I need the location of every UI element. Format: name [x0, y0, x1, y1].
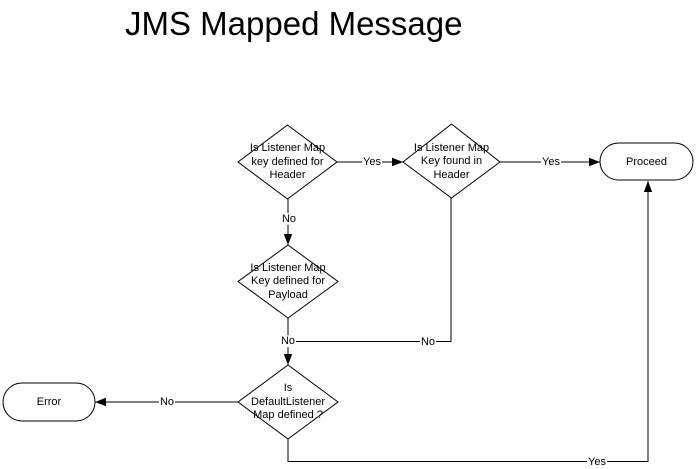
terminal-label-proceed: Proceed [626, 155, 667, 168]
decision-listener-map-key-payload [237, 244, 339, 319]
connector-d4-to-proceed [287, 181, 649, 462]
arrowhead-into-d3 [283, 234, 293, 245]
edge-label-yes-d4-proceed: Yes [587, 455, 607, 468]
decision-listener-map-key-found-header [402, 123, 501, 199]
terminal-label-error: Error [36, 396, 62, 408]
decision-default-listener-map [237, 364, 339, 440]
edge-label-yes-d1-d2: Yes [362, 155, 382, 168]
arrowhead-into-error [95, 397, 106, 407]
arrowhead-into-d2 [392, 157, 403, 167]
decision-label-key-found-header: Is Listener Map Key found in Header [413, 141, 490, 181]
edge-label-no-d1-d3: No [280, 213, 298, 225]
decision-label-default-listener: Is DefaultListener Map defined ? [251, 381, 325, 421]
connector-d2-to-d4 [288, 198, 452, 342]
arrowhead-into-proceed-bottom [643, 181, 653, 192]
decision-label-key-payload: Is Listener Map Key defined for Payload [250, 261, 326, 301]
edge-label-yes-d2-proceed: Yes [541, 155, 561, 168]
edge-label-no-d3-d4: No [279, 334, 297, 347]
decision-label-header-key: Is Listener Map key defined for Header [249, 141, 326, 181]
edge-label-no-d4-error: No [158, 395, 176, 408]
arrowhead-into-proceed-left [589, 157, 600, 167]
diagram-title: JMS Mapped Message [125, 5, 463, 42]
terminal-proceed-shape [599, 142, 694, 181]
decision-listener-map-key-header [237, 124, 338, 200]
edge-label-no-d2-d4: No [419, 335, 437, 348]
arrowhead-into-d4 [283, 354, 293, 365]
